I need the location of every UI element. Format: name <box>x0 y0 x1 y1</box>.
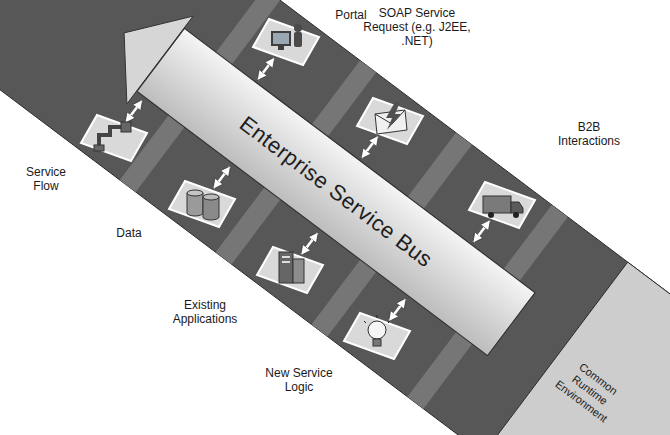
bus-connector <box>473 220 490 242</box>
tile-icon <box>255 245 325 295</box>
platform-caption: Common Runtime Environment <box>545 349 634 431</box>
service-tile: B2B Interactions <box>467 180 537 230</box>
tile-label: Data <box>108 226 150 240</box>
tile-label: B2B Interactions <box>548 120 630 148</box>
tile-label: New Service Logic <box>254 366 344 394</box>
service-tile: Existing Applications <box>255 245 325 295</box>
bus-connector <box>214 167 231 189</box>
tile-icon <box>355 96 425 146</box>
tile-icon <box>167 179 237 229</box>
service-tile: SOAP Service Request (e.g. J2EE, .NET) <box>355 96 425 146</box>
bus-connector <box>258 58 275 80</box>
tile-label: Portal <box>326 8 376 22</box>
bus-connector <box>389 299 405 321</box>
tile-icon <box>467 180 537 230</box>
service-tile: Portal <box>251 17 321 67</box>
service-tile: Service Flow <box>79 113 149 163</box>
tile-icon <box>342 311 412 361</box>
tile-icon <box>79 113 149 163</box>
tile-label: Service Flow <box>18 165 74 193</box>
tile-label: Existing Applications <box>160 298 250 326</box>
bus-connector <box>362 136 378 158</box>
bus-connector <box>301 233 318 255</box>
tile-label: SOAP Service Request (e.g. J2EE, .NET) <box>358 6 476 48</box>
bus-connector <box>126 100 143 122</box>
tile-icon <box>251 17 321 67</box>
service-tile: Data <box>167 179 237 229</box>
service-tile: New Service Logic <box>342 311 412 361</box>
